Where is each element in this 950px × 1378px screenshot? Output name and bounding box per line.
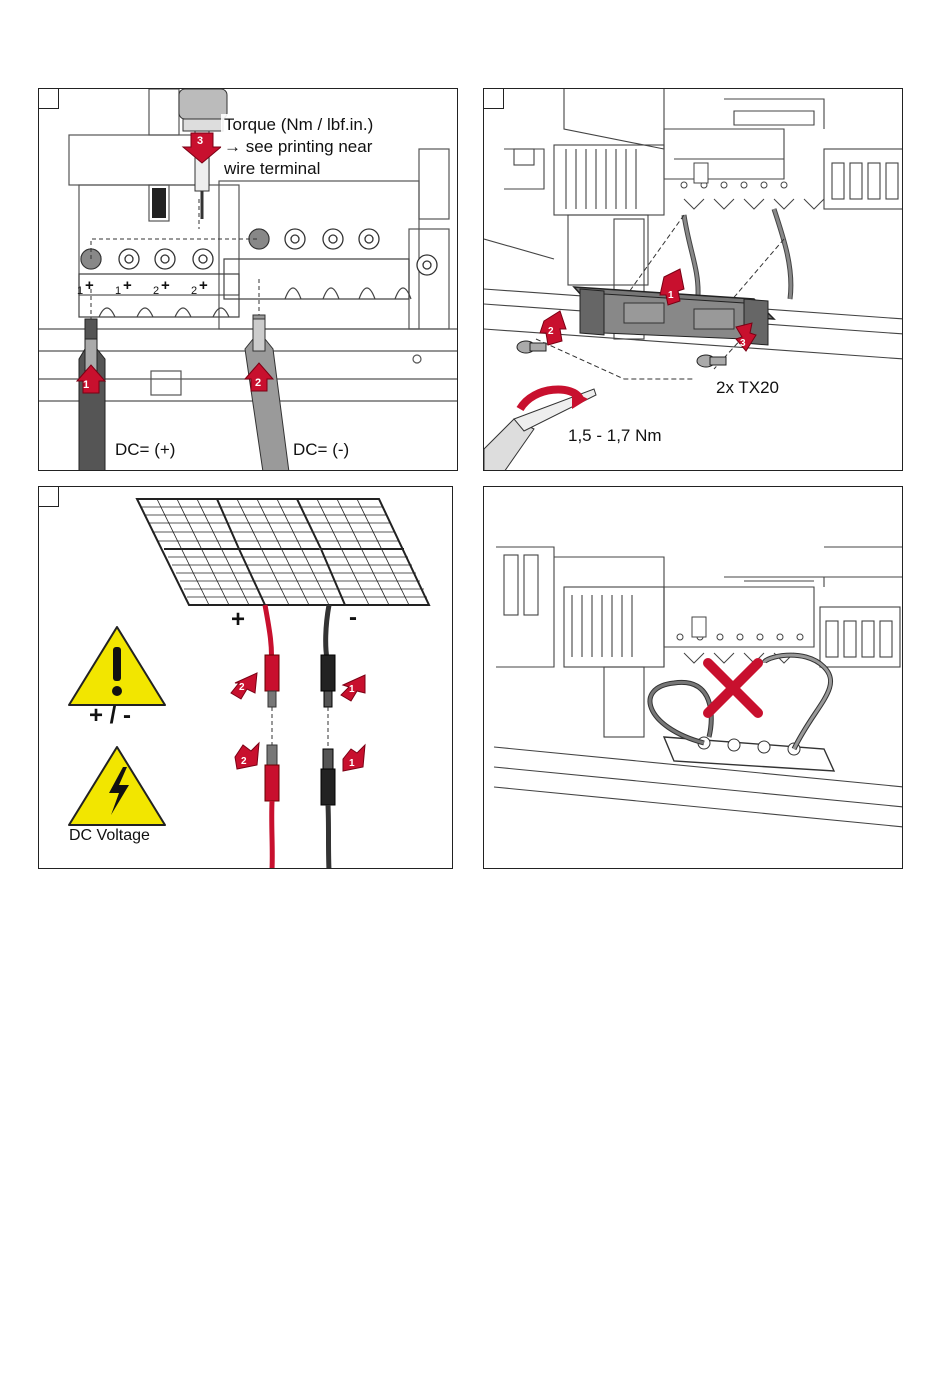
step-checkbox — [484, 89, 504, 109]
warning-triangle-icon — [69, 627, 165, 705]
dc-plus-label: DC= (+) — [115, 439, 175, 460]
terminal-plus-sign: + — [85, 275, 94, 296]
terminal-plus-sign: + — [161, 275, 170, 296]
step-panel-dc-terminal-connection: 1 + 1 + 2 + 2 + Torque (Nm / lbf.in.) → … — [38, 88, 458, 471]
step-number-1: 1 — [668, 285, 674, 306]
torque-value-label: 1,5 - 1,7 Nm — [568, 425, 662, 446]
dc-minus-label: DC= (-) — [293, 439, 349, 460]
high-voltage-icon — [69, 747, 165, 825]
step-number-2: 2 — [548, 321, 554, 342]
step-panel-pv-connector: + - + / - DC Voltage 2 1 2 1 — [38, 486, 453, 869]
negative-label: - — [349, 607, 357, 628]
terminal-label-1a: 1 — [77, 281, 83, 302]
torque-line-3: wire terminal — [224, 158, 373, 180]
step-panel-cable-cover-mount: 1 2 3 2x TX20 1,5 - 1,7 Nm — [483, 88, 903, 471]
terminal-plus-sign: + — [199, 275, 208, 296]
terminal-plus-sign: + — [123, 275, 132, 296]
cable-cover-illustration — [484, 89, 903, 471]
dc-voltage-label: DC Voltage — [69, 825, 150, 846]
step-checkbox — [39, 89, 59, 109]
step-number-1: 1 — [83, 375, 89, 396]
step-checkbox — [39, 487, 59, 507]
pv-connector-illustration — [39, 487, 453, 869]
torque-line-1: Torque (Nm / lbf.in.) — [224, 114, 373, 136]
torque-note: Torque (Nm / lbf.in.) → see printing nea… — [221, 114, 376, 180]
incorrect-routing-illustration — [484, 487, 903, 869]
step-number-3: 3 — [740, 333, 746, 354]
positive-label: + — [231, 609, 245, 630]
incorrect-x-icon — [708, 663, 758, 713]
screw-type-label: 2x TX20 — [716, 377, 779, 398]
step-number-3: 3 — [197, 131, 203, 152]
torque-line-2: → see printing near — [224, 136, 373, 158]
polarity-label: + / - — [89, 705, 131, 726]
step-number-2: 2 — [239, 677, 245, 698]
step-number-2: 2 — [241, 751, 247, 772]
terminal-label-2b: 2 — [191, 281, 197, 302]
step-panel-incorrect-routing — [483, 486, 903, 869]
terminal-label-1b: 1 — [115, 281, 121, 302]
step-number-2: 2 — [255, 373, 261, 394]
terminal-label-2a: 2 — [153, 281, 159, 302]
step-number-1: 1 — [349, 753, 355, 774]
step-number-1: 1 — [349, 679, 355, 700]
